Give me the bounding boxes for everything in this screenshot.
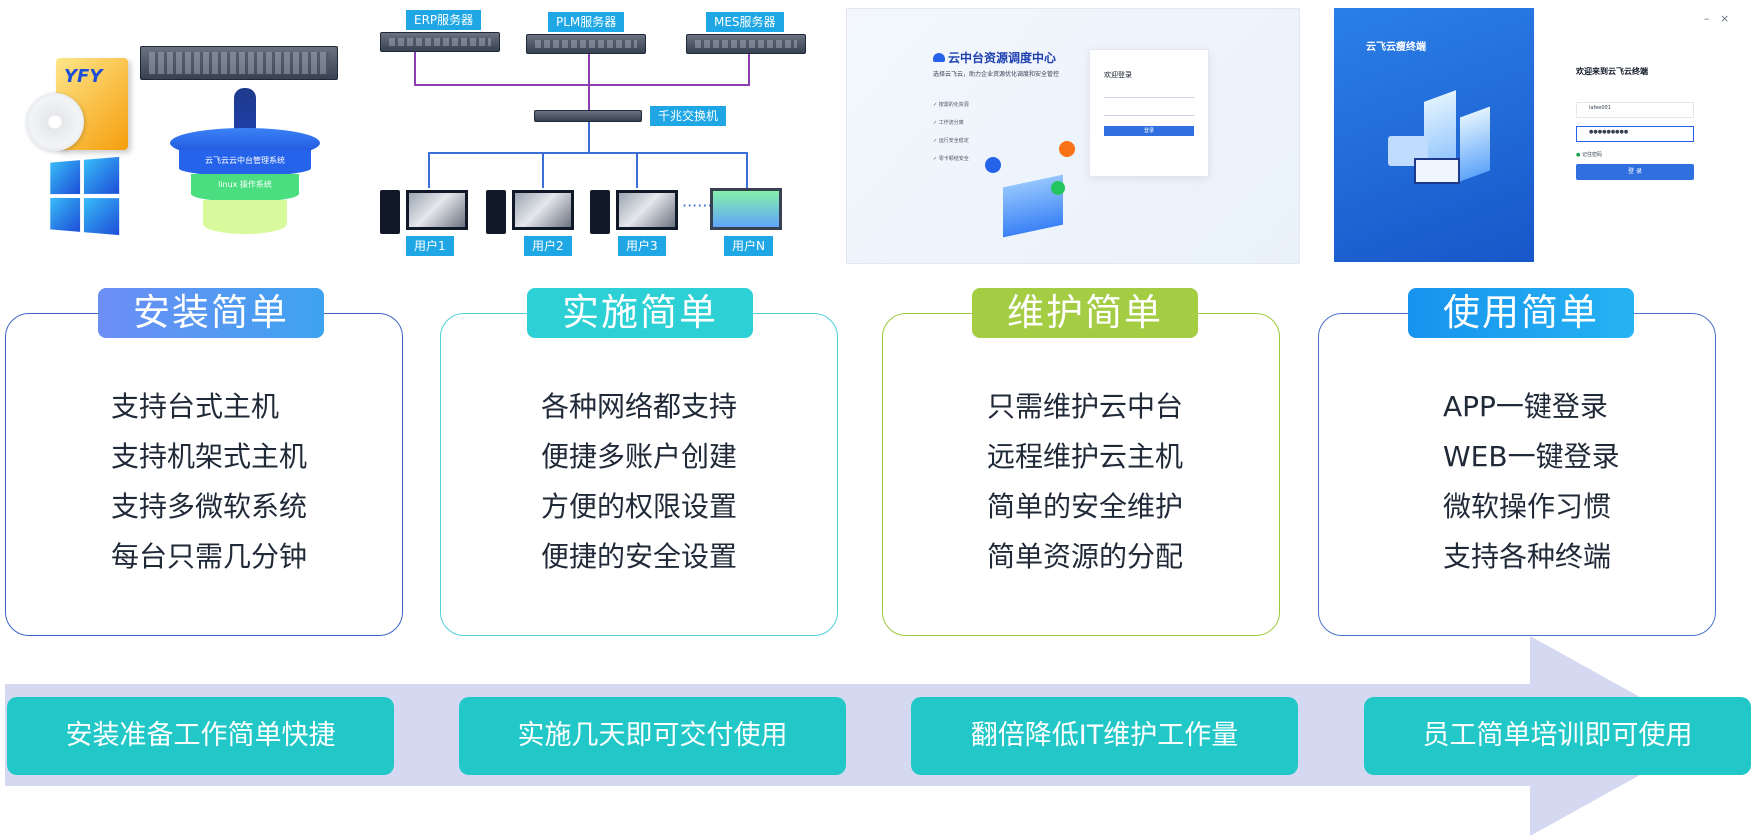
- ellipsis-dots: ······: [682, 196, 713, 215]
- minimize-icon[interactable]: –: [1704, 12, 1710, 25]
- list-item: 简单资源的分配: [987, 540, 1184, 573]
- platform-login-screenshot: 云中台资源调度中心 选择云飞云，助力企业资源优化调度和安全管控 ✓ 按需的化资源…: [846, 8, 1300, 264]
- list-item: 简单的安全维护: [987, 490, 1184, 523]
- erp-server-image: [380, 32, 500, 52]
- list-item: 每台只需几分钟: [111, 540, 308, 573]
- terminal-hero: 云飞云瘦终端: [1334, 8, 1534, 262]
- platform-login-title: 欢迎登录: [1104, 71, 1132, 79]
- user-label-n: 用户N: [724, 236, 773, 256]
- terminal-welcome: 欢迎来到云飞云终端: [1576, 67, 1648, 76]
- list-item: 便捷多账户创建: [541, 440, 738, 473]
- list-item: 微软操作习惯: [1443, 490, 1612, 523]
- isometric-illustration: [981, 141, 1081, 249]
- box-brand: YFY: [64, 66, 103, 87]
- card-use-title: 使用简单: [1408, 288, 1634, 338]
- cloud-icon: [933, 53, 945, 62]
- card-implement: 各种网络都支持 便捷多账户创建 方便的权限设置 便捷的安全设置: [440, 313, 838, 636]
- list-item: 支持各种终端: [1443, 540, 1612, 573]
- mes-server-image: [686, 34, 806, 54]
- platform-title: 云中台资源调度中心: [933, 49, 1056, 66]
- card-maintain-list: 只需维护云中台 远程维护云主机 简单的安全维护 简单资源的分配: [987, 382, 1279, 582]
- platform-username-field[interactable]: [1104, 86, 1194, 98]
- list-item: 便捷的安全设置: [541, 540, 738, 573]
- list-item: 远程维护云主机: [987, 440, 1184, 473]
- plm-server-image: [526, 34, 646, 54]
- card-install-title: 安装简单: [98, 288, 324, 338]
- user-laptop-n: [710, 188, 782, 230]
- check-icon: ●: [1576, 152, 1581, 158]
- list-item: WEB一键登录: [1443, 440, 1620, 473]
- platform-subtitle: 选择云飞云，助力企业资源优化调度和安全管控: [933, 71, 1060, 78]
- list-item: 支持机架式主机: [111, 440, 308, 473]
- server-label-mes: MES服务器: [706, 12, 784, 32]
- card-maintain: 只需维护云中台 远程维护云主机 简单的安全维护 简单资源的分配: [882, 313, 1280, 636]
- funnel-level-mid: linux 操作系统: [191, 174, 299, 202]
- isometric-servers: [1374, 90, 1502, 200]
- terminal-login-screenshot: 云飞云瘦终端 – × 欢迎来到云飞云终端 lafee001 ●●●●●●●●● …: [1334, 8, 1734, 264]
- terminal-password-field[interactable]: ●●●●●●●●●: [1576, 126, 1694, 142]
- windows-logo-icon: [50, 156, 120, 236]
- card-implement-title: 实施简单: [527, 288, 753, 338]
- install-illustration: YFY 云飞云云中台管理系统 linux 操作系统: [18, 8, 348, 264]
- disc-image: [26, 93, 84, 151]
- benefit-pill-maintain: 翻倍降低IT维护工作量: [911, 697, 1298, 775]
- card-install-list: 支持台式主机 支持机架式主机 支持多微软系统 每台只需几分钟: [111, 382, 402, 582]
- platform-feature-list: ✓ 按需的化资源 ✓ 工作流分离 ✓ 运行安全稳定 ✓ 零卡顿结安全: [933, 102, 969, 162]
- funnel-level-top: 云飞云云中台管理系统: [179, 150, 311, 176]
- server-label-plm: PLM服务器: [548, 12, 625, 32]
- remember-password-checkbox[interactable]: ● 记住密码: [1576, 152, 1602, 158]
- switch-label: 千兆交换机: [650, 106, 727, 126]
- switch-image: [534, 110, 642, 122]
- benefit-pill-implement: 实施几天即可交付使用: [459, 697, 846, 775]
- rack-server-image: [140, 46, 338, 80]
- funnel-diagram: 云飞云云中台管理系统 linux 操作系统: [170, 128, 320, 238]
- list-item: 支持多微软系统: [111, 490, 308, 523]
- benefit-pill-install: 安装准备工作简单快捷: [7, 697, 394, 775]
- network-diagram: ERP服务器 PLM服务器 MES服务器 千兆交换机 ······ 用户1 用户…: [378, 8, 818, 264]
- user-label-3: 用户3: [618, 236, 666, 256]
- list-item: 各种网络都支持: [541, 390, 738, 423]
- card-maintain-title: 维护简单: [972, 288, 1198, 338]
- user-label-2: 用户2: [524, 236, 572, 256]
- card-use: APP一键登录 WEB一键登录 微软操作习惯 支持各种终端: [1318, 313, 1716, 636]
- list-item: 只需维护云中台: [987, 390, 1184, 423]
- platform-login-button[interactable]: 登录: [1104, 126, 1194, 136]
- card-implement-list: 各种网络都支持 便捷多账户创建 方便的权限设置 便捷的安全设置: [541, 382, 837, 582]
- user-label-1: 用户1: [406, 236, 454, 256]
- benefit-pill-use: 员工简单培训即可使用: [1364, 697, 1751, 775]
- list-item: 方便的权限设置: [541, 490, 738, 523]
- platform-password-field[interactable]: [1104, 104, 1194, 116]
- server-label-erp: ERP服务器: [406, 10, 482, 30]
- terminal-username-field[interactable]: lafee001: [1576, 102, 1694, 118]
- list-item: 支持台式主机: [111, 390, 280, 423]
- close-icon[interactable]: ×: [1720, 12, 1730, 25]
- person-figure: [234, 88, 256, 140]
- card-install: 支持台式主机 支持机架式主机 支持多微软系统 每台只需几分钟: [5, 313, 403, 636]
- terminal-logo: 云飞云瘦终端: [1366, 42, 1426, 53]
- card-use-list: APP一键登录 WEB一键登录 微软操作习惯 支持各种终端: [1443, 382, 1715, 582]
- terminal-login-button[interactable]: 登 录: [1576, 164, 1694, 180]
- platform-login-card: 欢迎登录 登录: [1089, 49, 1209, 177]
- list-item: APP一键登录: [1443, 390, 1608, 423]
